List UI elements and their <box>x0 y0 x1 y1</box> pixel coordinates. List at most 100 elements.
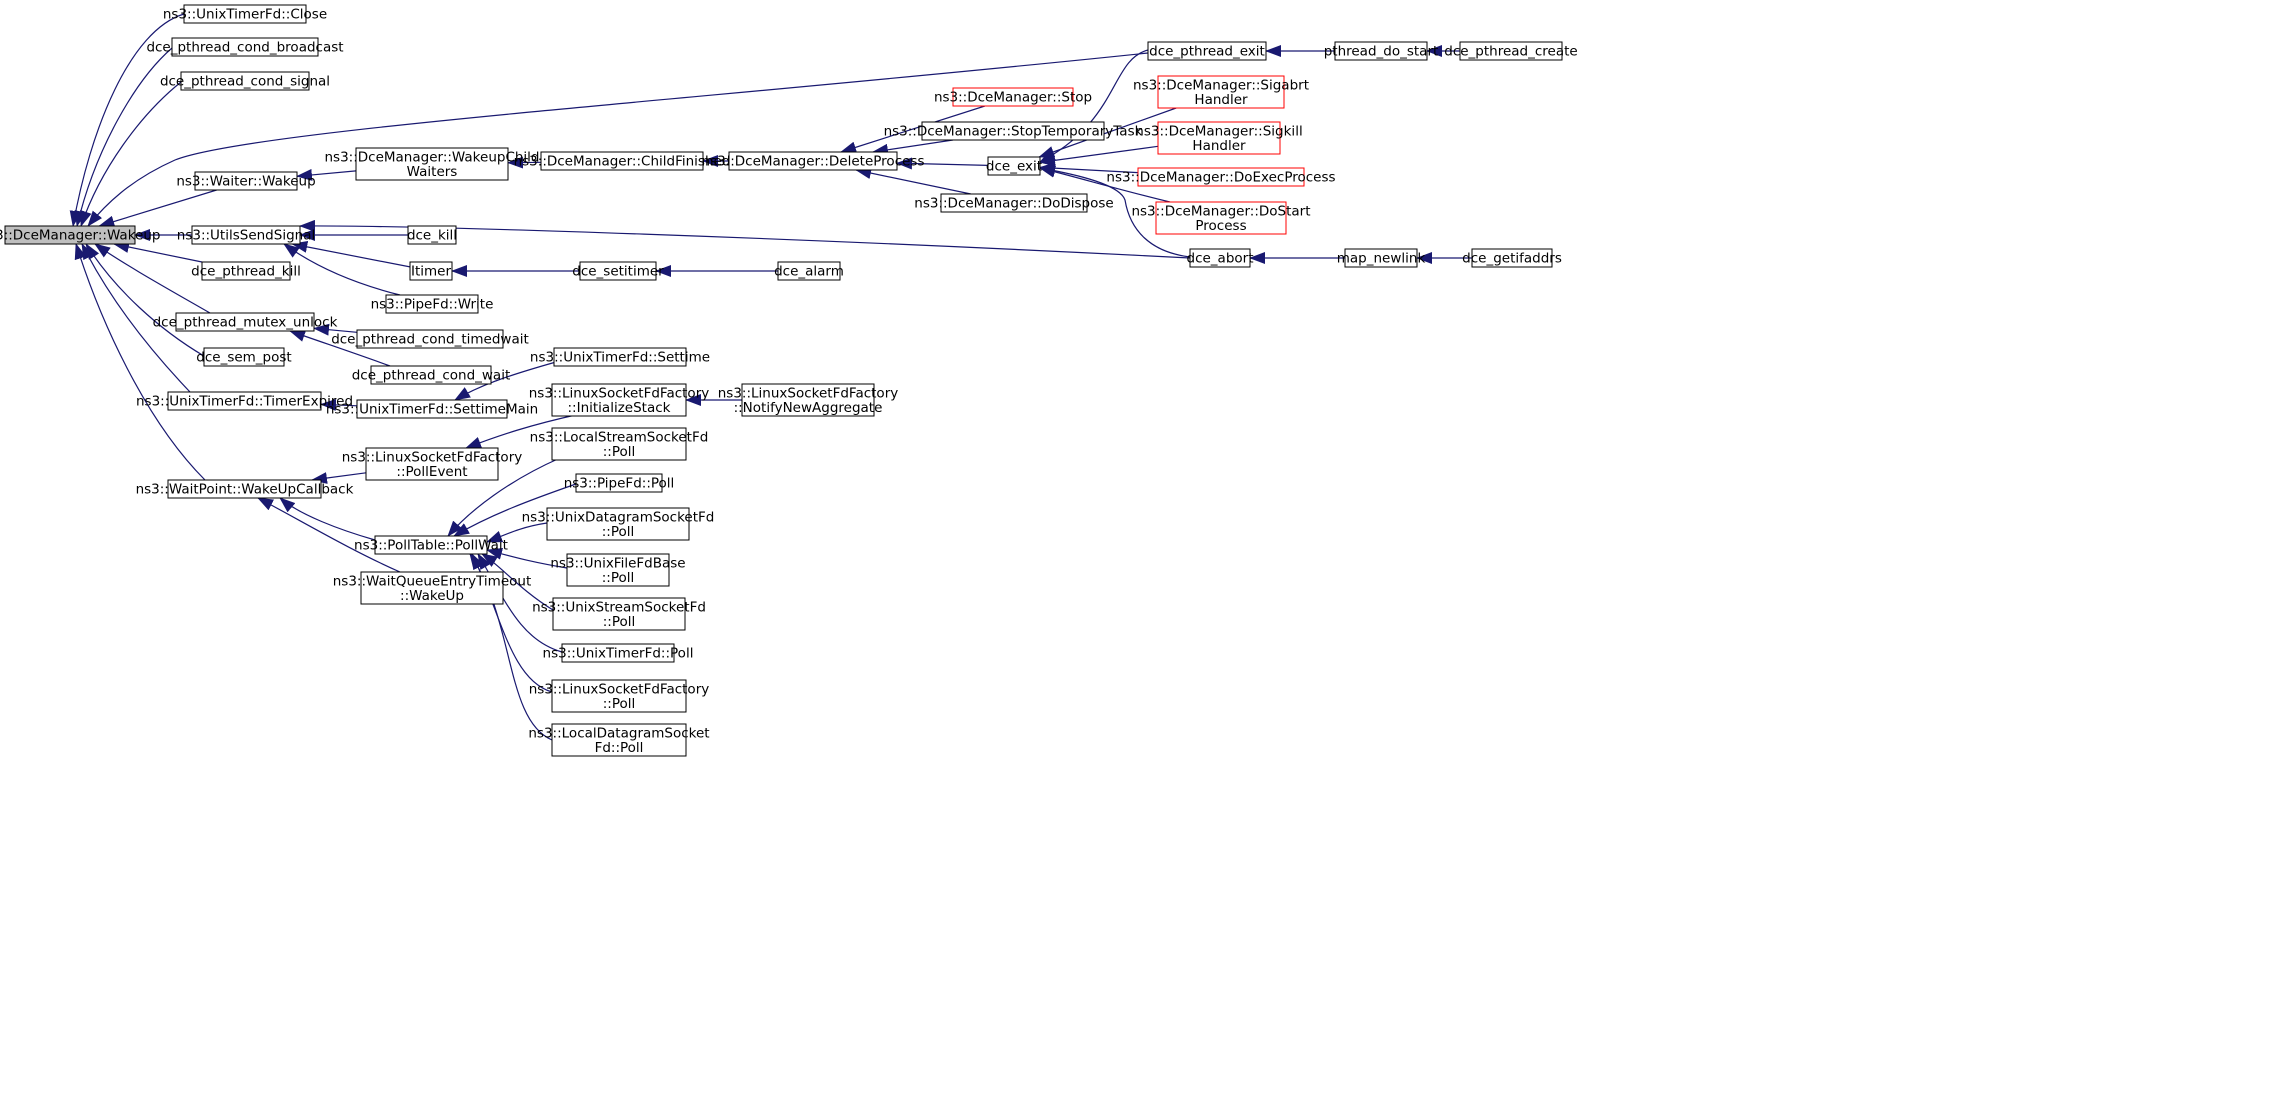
node-unixtimer_settime[interactable]: ns3::UnixTimerFd::Settime <box>530 347 710 367</box>
node-dce_exit[interactable]: dce_exit <box>986 156 1042 176</box>
node-wait_queue_wakeup[interactable]: ns3::WaitQueueEntryTimeout::WakeUp <box>333 571 532 605</box>
node-unix_stream_poll[interactable]: ns3::UnixStreamSocketFd::Poll <box>532 597 706 631</box>
node-linux_notify_new_aggregate[interactable]: ns3::LinuxSocketFdFactory::NotifyNewAggr… <box>718 383 898 417</box>
node-stop[interactable]: ns3::DceManager::Stop <box>934 87 1092 107</box>
node-unixtimer_poll[interactable]: ns3::UnixTimerFd::Poll <box>543 643 694 663</box>
node-box <box>183 4 307 24</box>
node-dce_pthread_create[interactable]: dce_pthread_create <box>1444 41 1578 61</box>
node-timer_expired[interactable]: ns3::UnixTimerFd::TimerExpired <box>136 391 353 411</box>
node-linux_init_stack[interactable]: ns3::LinuxSocketFdFactory::InitializeSta… <box>529 383 709 417</box>
node-box <box>553 347 687 367</box>
node-itimer[interactable]: Itimer <box>409 261 453 281</box>
node-label: ::PollEvent <box>396 464 467 480</box>
node-box <box>777 261 841 281</box>
node-label: dce_pthread_cond_broadcast <box>146 40 343 56</box>
node-label: ::Poll <box>603 444 636 460</box>
node-linux_poll_event[interactable]: ns3::LinuxSocketFdFactory::PollEvent <box>342 447 522 481</box>
node-pthread_kill[interactable]: dce_pthread_kill <box>191 261 301 281</box>
node-do_exec_process[interactable]: ns3::DceManager::DoExecProcess <box>1106 167 1336 187</box>
node-box <box>741 383 875 417</box>
node-dce_setitimer[interactable]: dce_setitimer <box>572 261 664 281</box>
node-dce_kill[interactable]: dce_kill <box>407 225 457 245</box>
node-label: Process <box>1195 218 1246 234</box>
node-linux_factory_poll[interactable]: ns3::LinuxSocketFdFactory::Poll <box>529 679 709 713</box>
node-label: dce_alarm <box>774 264 844 280</box>
node-box <box>356 399 508 419</box>
node-label: ns3::UnixTimerFd::SettimeMain <box>326 402 538 418</box>
edge-dce_abort-utils_send_signal <box>299 219 1191 259</box>
node-label: Fd::Poll <box>595 740 644 756</box>
node-cond_broadcast[interactable]: dce_pthread_cond_broadcast <box>146 37 344 57</box>
edge-unix_file_poll-poll_wait <box>486 547 568 569</box>
node-label: ns3::Waiter::Wakeup <box>176 174 315 190</box>
node-label: ns3::DceManager::DoDispose <box>914 196 1113 212</box>
node-box <box>561 643 675 663</box>
edge-waiter_wakeup-wakeup <box>98 189 217 228</box>
node-box <box>1334 41 1428 61</box>
node-label: ns3::LocalDatagramSocket <box>528 725 709 741</box>
node-label: ns3::UnixTimerFd::TimerExpired <box>136 394 353 410</box>
node-poll_wait[interactable]: ns3::PollTable::PollWait <box>354 535 508 555</box>
edge-cond_wait-mutex_unlock <box>289 330 391 367</box>
node-box <box>385 294 479 314</box>
node-map_newlink[interactable]: map_newlink <box>1337 248 1426 268</box>
node-label: ns3::DceManager::StopTemporaryTask <box>884 124 1143 140</box>
node-dce_getifaddrs[interactable]: dce_getifaddrs <box>1462 248 1562 268</box>
node-label: dce_pthread_cond_timedwait <box>331 332 529 348</box>
node-label: ns3::DceManager::Wakeup <box>0 228 160 244</box>
node-do_dispose[interactable]: ns3::DceManager::DoDispose <box>914 193 1114 213</box>
node-box <box>952 87 1074 107</box>
node-unixtimer_settime_main[interactable]: ns3::UnixTimerFd::SettimeMain <box>326 399 538 419</box>
node-utils_send_signal[interactable]: ns3::UtilsSendSignal <box>177 225 315 245</box>
node-unixtimer_close[interactable]: ns3::UnixTimerFd::Close <box>163 4 327 24</box>
node-child_finished[interactable]: ns3::DceManager::ChildFinished <box>514 151 731 171</box>
node-box <box>987 156 1041 176</box>
node-label: dce_pthread_exit <box>1149 44 1265 60</box>
node-box <box>551 427 687 461</box>
node-box <box>1344 248 1418 268</box>
node-delete_process[interactable]: ns3::DceManager::DeleteProcess <box>701 151 925 171</box>
node-dce_pthread_exit[interactable]: dce_pthread_exit <box>1147 41 1267 61</box>
node-box <box>194 171 298 191</box>
edge-do_exec_process-dce_exit <box>1039 162 1139 175</box>
node-label: ::Poll <box>603 614 636 630</box>
node-pthread_do_start[interactable]: pthread_do_start <box>1324 41 1439 61</box>
node-unix_file_poll[interactable]: ns3::UnixFileFdBase::Poll <box>550 553 686 587</box>
node-pipefd_write[interactable]: ns3::PipeFd::Write <box>371 294 494 314</box>
node-cond_timedwait[interactable]: dce_pthread_cond_timedwait <box>331 329 529 349</box>
nodes-layer: ns3::DceManager::Wakeupns3::UnixTimerFd:… <box>0 4 1578 757</box>
node-label: ns3::DceManager::Sigkill <box>1135 123 1302 139</box>
node-waiter_wakeup[interactable]: ns3::Waiter::Wakeup <box>176 171 316 191</box>
node-label: ns3::WaitPoint::WakeUpCallback <box>136 482 354 498</box>
node-dce_alarm[interactable]: dce_alarm <box>774 261 844 281</box>
node-label: ns3::LinuxSocketFdFactory <box>529 681 709 697</box>
node-stop_temporary_task[interactable]: ns3::DceManager::StopTemporaryTask <box>884 121 1143 141</box>
node-box <box>551 723 687 757</box>
node-label: ::Poll <box>603 696 636 712</box>
node-cond_signal[interactable]: dce_pthread_cond_signal <box>160 71 330 91</box>
node-box <box>1147 41 1267 61</box>
node-unix_datagram_poll[interactable]: ns3::UnixDatagramSocketFd::Poll <box>522 507 715 541</box>
node-wakeup_callback[interactable]: ns3::WaitPoint::WakeUpCallback <box>136 479 354 499</box>
node-mutex_unlock[interactable]: dce_pthread_mutex_unlock <box>153 312 338 332</box>
node-local_stream_poll[interactable]: ns3::LocalStreamSocketFd::Poll <box>530 427 709 461</box>
node-pipefd_poll[interactable]: ns3::PipeFd::Poll <box>564 473 675 493</box>
node-box <box>1155 201 1287 235</box>
node-box <box>575 473 663 493</box>
node-cond_wait[interactable]: dce_pthread_cond_wait <box>352 365 511 385</box>
node-box <box>1157 121 1281 155</box>
edge-unix_datagram_poll-poll_wait <box>486 522 548 543</box>
edge-unixtimer_settime_main-timer_expired <box>320 398 358 411</box>
node-label: ns3::UnixTimerFd::Poll <box>543 646 694 662</box>
node-label: ns3::PipeFd::Write <box>371 297 494 313</box>
node-label: dce_sem_post <box>196 350 291 366</box>
node-sem_post[interactable]: dce_sem_post <box>196 347 292 367</box>
node-label: dce_pthread_cond_signal <box>160 74 330 90</box>
edge-cond_signal-wakeup <box>80 81 182 227</box>
node-dce_abort[interactable]: dce_abort <box>1187 248 1254 268</box>
